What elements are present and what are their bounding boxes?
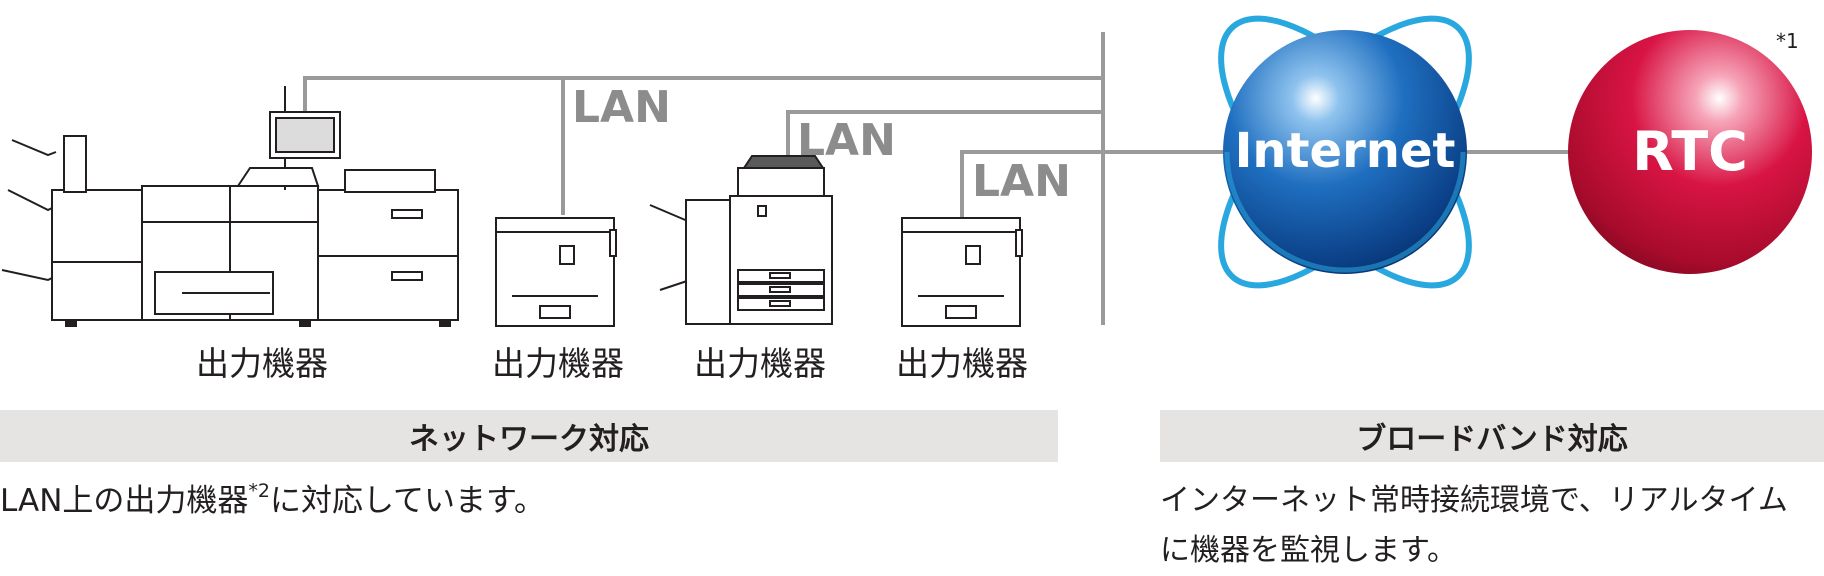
- network-lines: [303, 32, 1575, 325]
- mfp-icon: [649, 155, 833, 325]
- broadband-section-heading: ブロードバンド対応: [1160, 410, 1824, 462]
- rtc-label: RTC: [1632, 120, 1748, 183]
- network-description: LAN上の出力機器*2に対応しています。: [0, 476, 545, 526]
- device-label-2: 出力機器: [492, 344, 624, 383]
- network-section-heading: ネットワーク対応: [0, 410, 1058, 462]
- printer-icon-1: [495, 217, 617, 327]
- internet-label: Internet: [1235, 123, 1456, 179]
- lan-line-1: [303, 76, 1103, 113]
- lan-label-1: LAN: [572, 82, 671, 133]
- lan-label-3: LAN: [972, 156, 1071, 207]
- printer-icon-2: [901, 217, 1023, 327]
- broadband-desc-line2: に機器を監視します。: [1160, 533, 1457, 568]
- rtc-sphere-icon: RTC: [1568, 30, 1812, 274]
- network-desc-footnote: *2: [248, 480, 270, 502]
- broadband-desc-line1: インターネット常時接続環境で、リアルタイム: [1160, 483, 1788, 518]
- network-desc-after: に対応しています。: [269, 483, 545, 519]
- rtc-footnote: *1: [1776, 29, 1799, 53]
- network-desc-before: LAN上の出力機器: [0, 483, 249, 519]
- lan-line-4: [960, 150, 1103, 218]
- device-label-1: 出力機器: [196, 344, 328, 383]
- production-printer-icon: [1, 86, 459, 327]
- device-label-4: 出力機器: [896, 344, 1028, 383]
- internet-globe-icon: Internet: [1218, 15, 1472, 289]
- network-heading-text: ネットワーク対応: [409, 422, 649, 457]
- device-label-3: 出力機器: [694, 344, 826, 383]
- lan-line-3: [786, 110, 1103, 170]
- broadband-heading-text: ブロードバンド対応: [1356, 422, 1628, 457]
- broadband-description: インターネット常時接続環境で、リアルタイム に機器を監視します。: [1160, 476, 1788, 576]
